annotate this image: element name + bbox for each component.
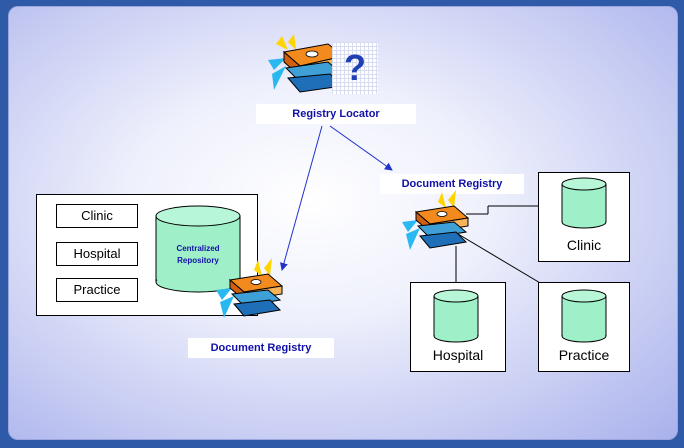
question-mark: ? <box>332 42 378 94</box>
arrow-to-left-registry <box>280 125 323 271</box>
repository-label-line2: Repository <box>177 256 219 265</box>
right-hospital-label: Hospital <box>432 347 484 363</box>
registry-locator-label: Registry Locator <box>256 104 416 124</box>
right-clinic-label: Clinic <box>566 237 602 253</box>
arrow-to-right-registry <box>329 125 393 171</box>
clinic-cylinder <box>561 177 607 229</box>
left-item-practice: Practice <box>56 278 138 302</box>
hospital-cylinder <box>433 289 479 343</box>
left-item-hospital: Hospital <box>56 242 138 266</box>
left-item-clinic: Clinic <box>56 204 138 228</box>
left-document-registry-label: Document Registry <box>188 338 334 358</box>
repository-label-line1: Centralized <box>176 244 220 253</box>
practice-cylinder <box>561 289 607 343</box>
right-document-registry-label: Document Registry <box>380 174 524 194</box>
right-practice-label: Practice <box>558 347 610 363</box>
